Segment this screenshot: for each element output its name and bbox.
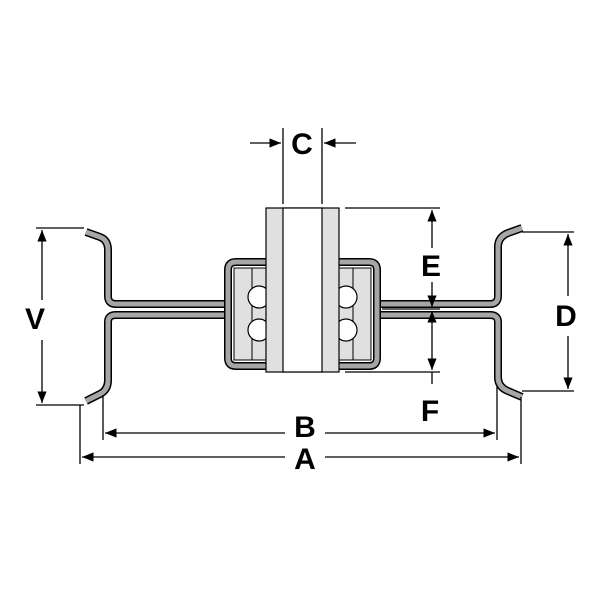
dimension-v: V xyxy=(25,227,84,406)
left-bearing-housing xyxy=(224,258,271,370)
dimension-b: B xyxy=(102,385,498,444)
dimension-d: D xyxy=(522,231,577,392)
left-rim xyxy=(84,228,228,405)
label-f: F xyxy=(421,395,439,428)
label-b: B xyxy=(294,411,316,444)
right-rim xyxy=(378,224,524,401)
right-bearing-housing xyxy=(334,258,381,370)
label-d: D xyxy=(555,300,577,333)
dimension-f: F xyxy=(345,311,440,428)
dimension-a: A xyxy=(79,397,522,476)
hub-sleeve xyxy=(265,207,340,373)
dimension-e: E xyxy=(345,207,441,310)
label-v: V xyxy=(25,303,45,336)
label-a: A xyxy=(294,443,316,476)
axle-bore xyxy=(282,207,323,373)
dimension-c: C xyxy=(250,128,356,204)
label-c: C xyxy=(291,128,313,161)
label-e: E xyxy=(421,250,441,283)
